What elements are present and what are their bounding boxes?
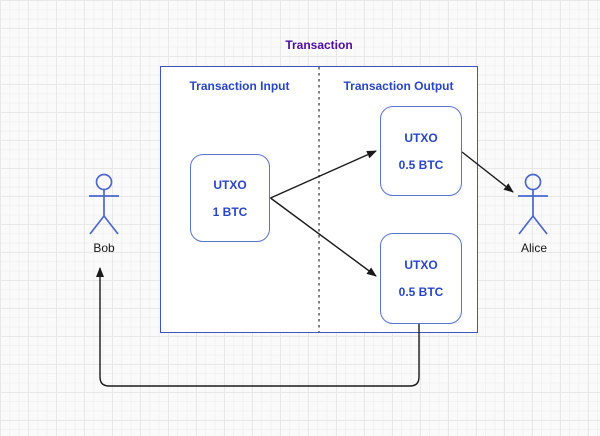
alice-head [524,173,542,191]
diagram-title: Transaction [285,38,353,52]
bob-label: Bob [93,241,115,255]
input-utxo-node: UTXO 1 BTC [190,154,270,242]
output-utxo-top-amount: 0.5 BTC [398,157,444,172]
output-utxo-bottom-title: UTXO [404,258,438,272]
alice-right-leg [532,215,548,235]
bob-right-leg [103,215,119,235]
alice-stick-figure [518,173,548,235]
output-utxo-top-node: UTXO 0.5 BTC [380,106,462,196]
output-utxo-top-title: UTXO [404,130,438,145]
bob-stick-figure [89,173,119,235]
alice-label: Alice [520,241,547,255]
transaction-output-label: Transaction Output [343,79,454,93]
input-utxo-title: UTXO [213,177,247,192]
output-utxo-bottom-amount: 0.5 BTC [398,285,444,299]
bob-head [95,173,113,191]
transaction-input-label: Transaction Input [189,79,290,93]
output-utxo-bottom-node: UTXO 0.5 BTC [380,233,462,324]
bob-left-leg [89,215,105,235]
alice-left-leg [518,215,534,235]
input-utxo-amount: 1 BTC [212,204,248,219]
